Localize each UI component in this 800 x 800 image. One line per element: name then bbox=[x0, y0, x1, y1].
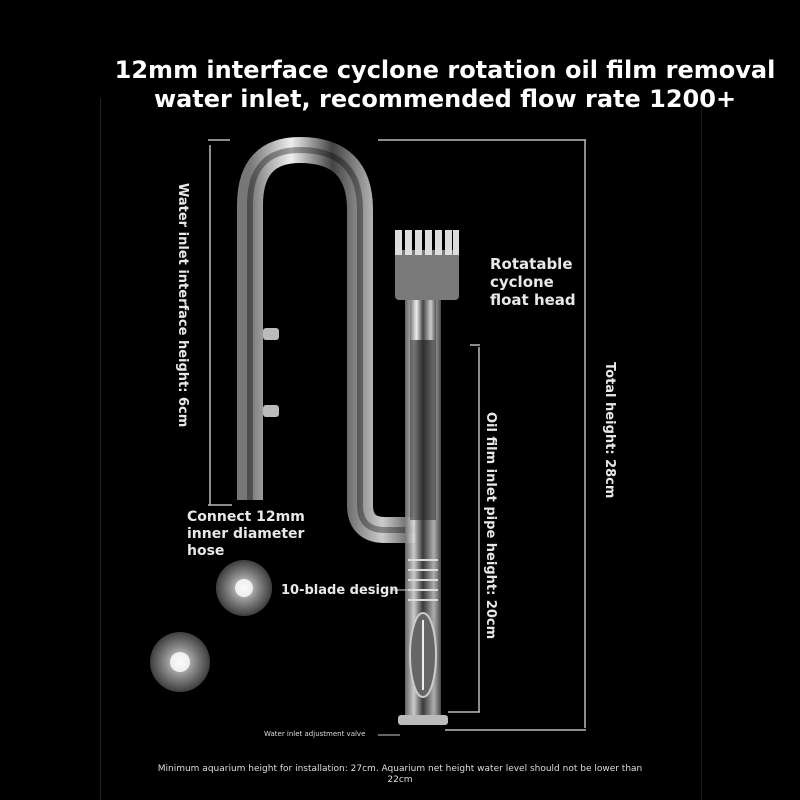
dimension-lines bbox=[208, 139, 586, 731]
skimmer-pipe bbox=[398, 300, 448, 725]
suction-cups bbox=[150, 560, 272, 692]
oil-height-label: Oil film inlet pipe height: 20cm bbox=[483, 412, 498, 640]
nub-upper bbox=[263, 328, 279, 340]
float-head-label: Rotatable cyclone float head bbox=[490, 255, 576, 309]
title-line-1: 12mm interface cyclone rotation oil film… bbox=[114, 56, 776, 84]
hose-label: Connect 12mm inner diameter hose bbox=[187, 509, 305, 559]
page-title: 12mm interface cyclone rotation oil film… bbox=[100, 56, 790, 114]
title-line-2: water inlet, recommended flow rate 1200+ bbox=[153, 85, 737, 113]
footer-note: Minimum aquarium height for installation… bbox=[157, 764, 643, 785]
inlet-height-label: Water inlet interface height: 6cm bbox=[175, 183, 190, 428]
product-frame bbox=[100, 98, 702, 800]
u-tube bbox=[237, 136, 415, 543]
valve-label: Water inlet adjustment valve bbox=[264, 730, 366, 738]
cyclone-float-head bbox=[395, 230, 459, 340]
nub-lower bbox=[263, 405, 279, 417]
blade-label: 10-blade design bbox=[281, 583, 399, 598]
total-height-label: Total height: 28cm bbox=[602, 362, 617, 499]
